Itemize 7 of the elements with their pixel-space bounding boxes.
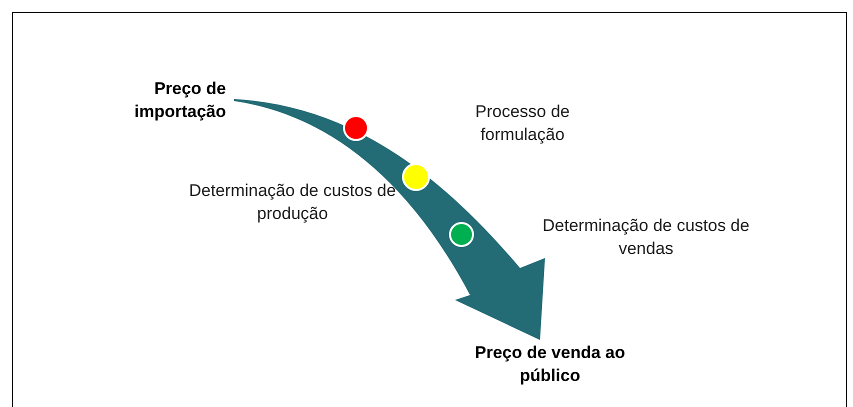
marker-dot	[343, 115, 369, 141]
step-label: Determinação de custos de produção	[188, 180, 397, 225]
step-label: Determinação de custos de vendas	[542, 215, 750, 260]
price-label: Preço de venda ao público	[450, 342, 650, 388]
step-label: Processo de formulação	[474, 101, 571, 146]
price-label: Preço de importação	[110, 78, 226, 124]
curved-arrow	[234, 99, 545, 340]
